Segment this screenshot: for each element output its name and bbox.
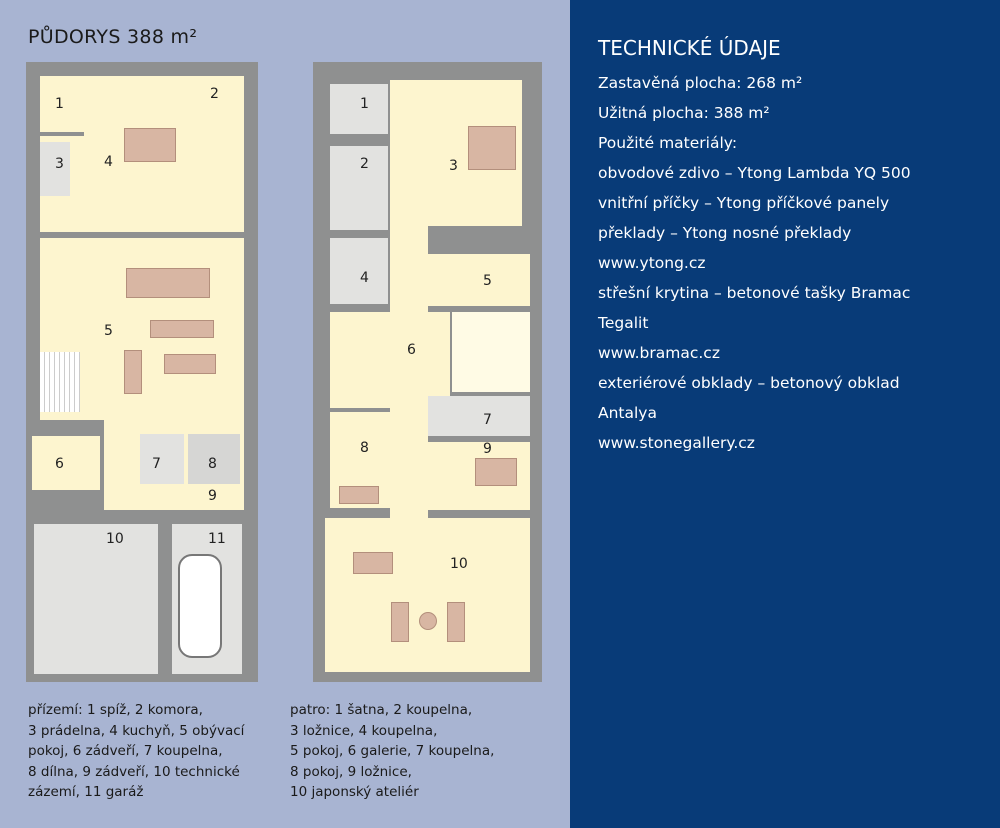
car-icon <box>178 554 222 658</box>
upper-room-7-label: 7 <box>483 412 492 428</box>
tech-line: střešní krytina – betonové tašky Bramac <box>598 284 911 302</box>
tech-line: Zastavěná plocha: 268 m² <box>598 74 803 92</box>
legend-line: 3 ložnice, 4 koupelna, <box>290 722 438 739</box>
ground-room-9-label: 9 <box>208 488 217 504</box>
upper-room-3-label: 3 <box>449 158 458 174</box>
upper-room-6-label: 6 <box>407 342 416 358</box>
upper-room-5-label: 5 <box>483 273 492 289</box>
tech-line: Užitná plocha: 388 m² <box>598 104 770 122</box>
bed <box>468 126 516 170</box>
ground-room-11-label: 11 <box>208 531 226 547</box>
ground-room-2-label: 2 <box>210 86 219 102</box>
ground-room-6-label: 6 <box>55 456 64 472</box>
ground-room-8-label: 8 <box>208 456 217 472</box>
upper-room-1-label: 1 <box>360 96 369 112</box>
ground-room-7-label: 7 <box>152 456 161 472</box>
technical-data-panel: TECHNICKÉ ÚDAJE Zastavěná plocha: 268 m²… <box>570 0 1000 828</box>
upper-room-2-label: 2 <box>360 156 369 172</box>
kitchen-table <box>124 128 176 162</box>
plan-title: PŮDORYS 388 m² <box>28 26 198 48</box>
tech-line: exteriérové obklady – betonový obklad <box>598 374 900 392</box>
upper-room-8-label: 8 <box>360 440 369 456</box>
dining-table <box>126 268 210 298</box>
upper-room-9-label: 9 <box>483 441 492 457</box>
sofa <box>150 320 214 338</box>
gallery-void <box>452 312 530 392</box>
legend-line: 5 pokoj, 6 galerie, 7 koupelna, <box>290 743 495 759</box>
upper-floor-plan <box>313 62 542 682</box>
legend-line: přízemí: 1 spíž, 2 komora, <box>28 702 203 718</box>
tech-line: obvodové zdivo – Ytong Lambda YQ 500 <box>598 164 911 182</box>
ground-room-4-label: 4 <box>104 154 113 170</box>
ground-floor-legend: přízemí: 1 spíž, 2 komora, 3 prádelna, 4… <box>28 700 244 803</box>
upper-room-10-label: 10 <box>450 556 468 572</box>
tech-line: překlady – Ytong nosné překlady <box>598 224 852 242</box>
tech-line: Antalya <box>598 404 657 422</box>
upper-room-4-label: 4 <box>360 270 369 286</box>
legend-line: patro: 1 šatna, 2 koupelna, <box>290 702 473 718</box>
technical-heading: TECHNICKÉ ÚDAJE <box>598 36 781 60</box>
ground-room-10-label: 10 <box>106 531 124 547</box>
ground-room-5-label: 5 <box>104 323 113 339</box>
legend-line: 3 prádelna, 4 kuchyň, 5 obývací <box>28 722 245 739</box>
tech-line: Tegalit <box>598 314 649 332</box>
legend-line: 8 dílna, 9 zádveří, 10 technické <box>28 763 240 780</box>
ground-room-3-label: 3 <box>55 156 64 172</box>
stairs <box>40 352 80 412</box>
ground-floor-plan <box>26 62 258 682</box>
tech-line: Použité materiály: <box>598 134 738 152</box>
coffee-table <box>164 354 216 374</box>
stonegallery-link[interactable]: www.stonegallery.cz <box>598 434 755 452</box>
legend-line: 10 japonský ateliér <box>290 784 419 800</box>
floor-plan-panel: PŮDORYS 388 m² 1 2 3 4 5 6 7 8 9 10 11 <box>0 0 570 828</box>
tech-line: vnitřní příčky – Ytong příčkové panely <box>598 194 890 212</box>
ytong-link[interactable]: www.ytong.cz <box>598 254 706 272</box>
legend-line: pokoj, 6 zádveří, 7 koupelna, <box>28 743 223 759</box>
legend-line: 8 pokoj, 9 ložnice, <box>290 763 412 780</box>
upper-floor-legend: patro: 1 šatna, 2 koupelna, 3 ložnice, 4… <box>290 700 494 803</box>
bramac-link[interactable]: www.bramac.cz <box>598 344 720 362</box>
legend-line: zázemí, 11 garáž <box>28 784 144 800</box>
ground-room-1-label: 1 <box>55 96 64 112</box>
